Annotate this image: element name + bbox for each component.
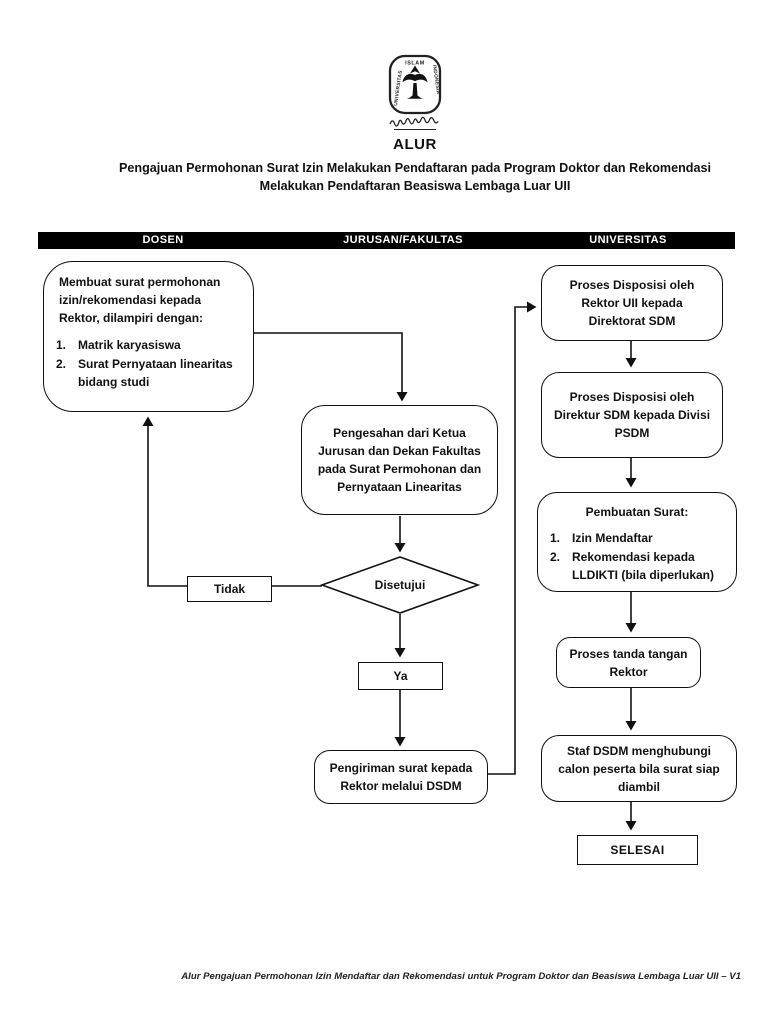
- uii-logo: ISLAM UNIVERSITAS INDONESIA: [388, 54, 442, 130]
- disetujui-label: Disetujui: [374, 578, 426, 592]
- node-pengesahan: Pengesahan dari Ketua Jurusan dan Dekan …: [301, 405, 498, 515]
- logo-badge-outline: [388, 54, 442, 115]
- page-title: ALUR: [393, 136, 437, 153]
- node-ya: Ya: [358, 662, 443, 690]
- membuat-surat-item-1: 1. Matrik karyasiswa: [56, 338, 181, 352]
- pengiriman-label: Pengiriman surat kepada Rektor melalui D…: [329, 761, 473, 793]
- logo-tree-icon: [402, 65, 428, 99]
- node-disposisi-direktur: Proses Disposisi oleh Direktur SDM kepad…: [541, 372, 723, 458]
- tanda-tangan-label: Proses tanda tangan Rektor: [569, 646, 688, 679]
- subtitle-line-1: Pengajuan Permohonan Surat Izin Melakuka…: [118, 161, 712, 175]
- arrow-tidak-to-membuat: [142, 416, 187, 587]
- node-pengiriman: Pengiriman surat kepada Rektor melalui D…: [314, 750, 488, 804]
- pembuatan-surat-heading: Pembuatan Surat:: [585, 505, 689, 519]
- subtitle-line-2: Melakukan Pendaftaran Beasiswa Lembaga L…: [259, 179, 571, 193]
- arrow-membuat-to-pengesahan: [253, 332, 408, 402]
- lane-label-dosen: DOSEN: [142, 234, 184, 246]
- pembuatan-surat-item-1: 1. Izin Mendaftar: [550, 531, 653, 545]
- footer-caption: Alur Pengajuan Permohonan Izin Mendaftar…: [181, 971, 741, 982]
- node-disposisi-rektor: Proses Disposisi oleh Rektor UII kepada …: [541, 265, 723, 341]
- disposisi-rektor-label: Proses Disposisi oleh Rektor UII kepada …: [569, 278, 695, 328]
- disposisi-direktur-label: Proses Disposisi oleh Direktur SDM kepad…: [553, 390, 711, 440]
- logo-top-text: ISLAM: [405, 61, 425, 67]
- lane-label-universitas: UNIVERSITAS: [589, 234, 667, 246]
- arrow-pengiriman-to-disposisi-rektor: [488, 301, 537, 775]
- logo-right-text: INDONESIA: [431, 64, 441, 95]
- node-membuat-surat: Membuat surat permohonan izin/rekomendas…: [43, 261, 254, 412]
- node-tanda-tangan: Proses tanda tangan Rektor: [556, 637, 701, 688]
- node-tidak: Tidak: [187, 576, 272, 602]
- decision-diamond-disetujui: [319, 556, 481, 614]
- pembuatan-surat-item-2: 2. Rekomendasi kepada LLDIKTI (bila dipe…: [550, 550, 715, 582]
- membuat-surat-item-2: 2. Surat Pernyataan linearitas bidang st…: [56, 357, 233, 389]
- lane-label-jurusan-fakultas: JURUSAN/FAKULTAS: [343, 234, 463, 246]
- staf-dsdm-label: Staf DSDM menghubungi calon peserta bila…: [558, 743, 720, 794]
- node-staf-dsdm: Staf DSDM menghubungi calon peserta bila…: [541, 735, 737, 802]
- node-pembuatan-surat: Pembuatan Surat: 1. Izin Mendaftar 2. Re…: [537, 492, 737, 592]
- node-selesai: SELESAI: [577, 835, 698, 865]
- logo-calligraphy: [389, 116, 439, 130]
- lane-header-bar: DOSEN JURUSAN/FAKULTAS UNIVERSITAS: [38, 232, 735, 249]
- logo-left-text: UNIVERSITAS: [393, 70, 404, 107]
- page-subtitle: Pengajuan Permohonan Surat Izin Melakuka…: [62, 159, 768, 195]
- membuat-surat-intro: Membuat surat permohonan izin/rekomendas…: [59, 275, 221, 325]
- pengesahan-label: Pengesahan dari Ketua Jurusan dan Dekan …: [317, 426, 482, 494]
